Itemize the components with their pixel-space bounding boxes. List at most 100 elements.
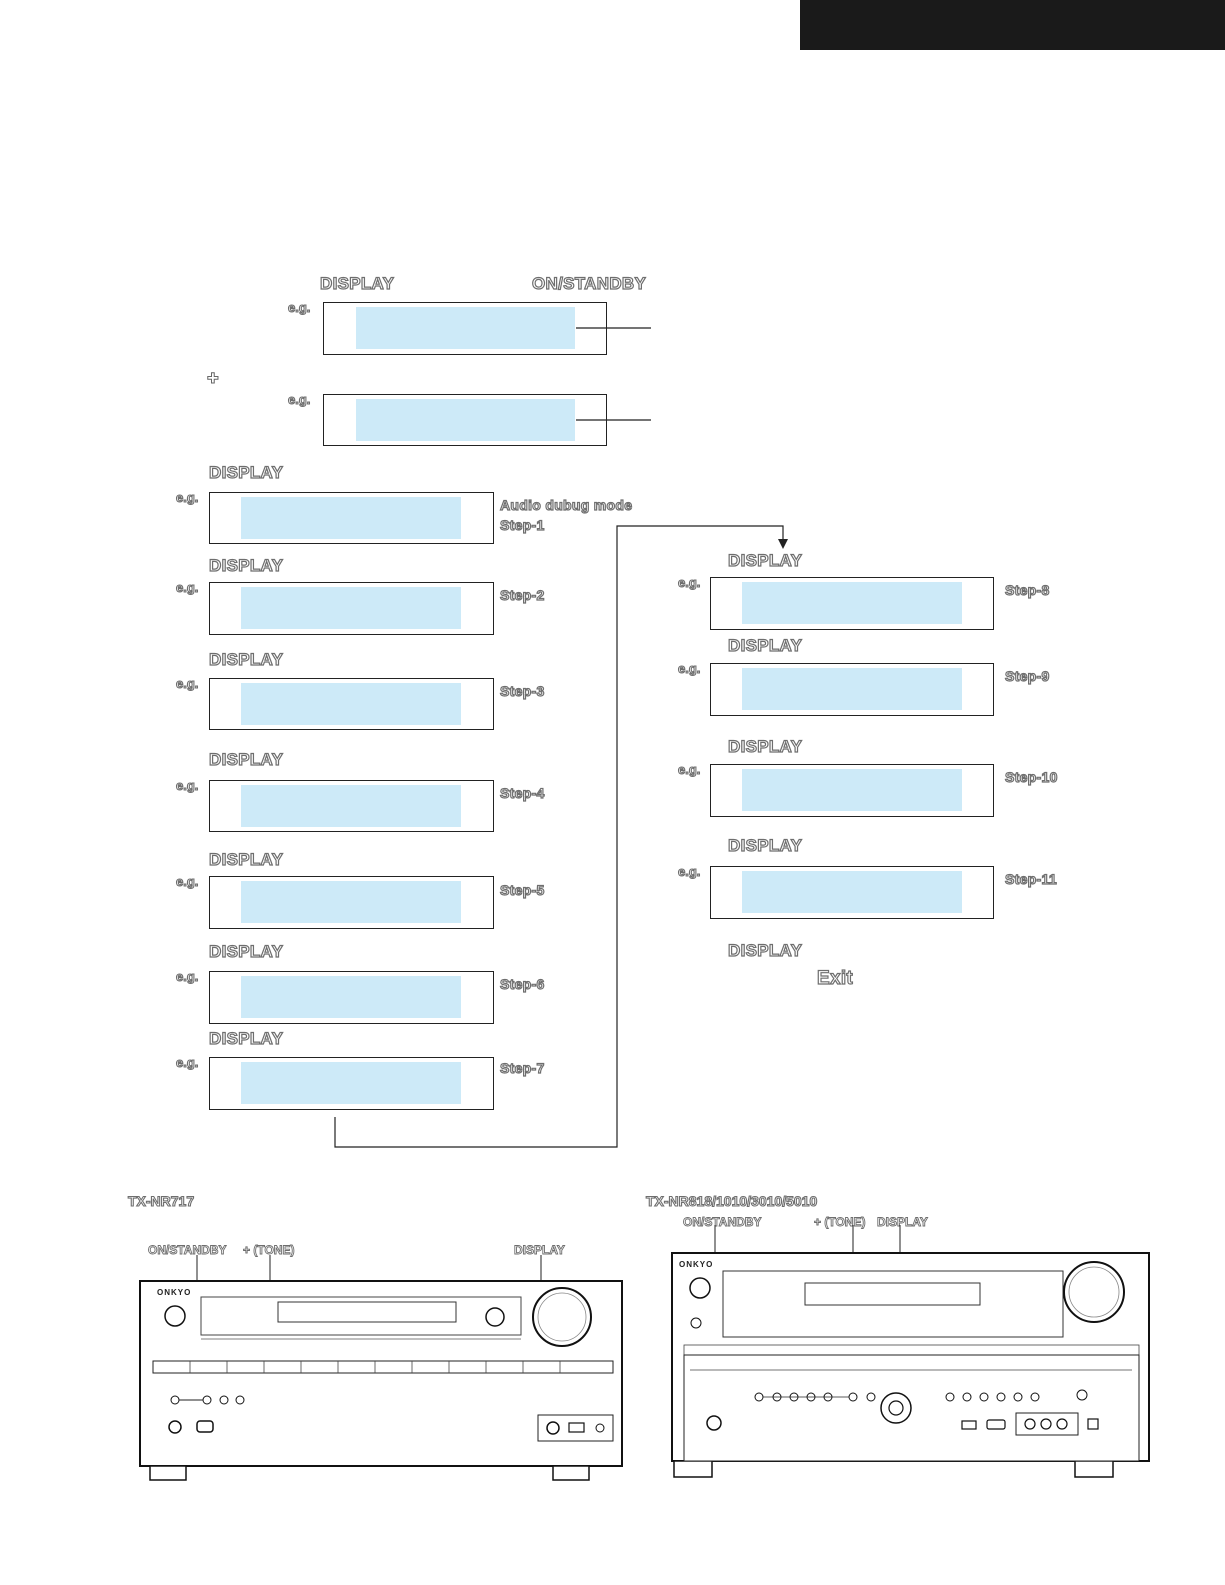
on-standby-callout: ON/STANDBY [148,1243,227,1258]
display-label: DISPLAY [727,940,803,960]
pure-audio-button [170,1395,180,1405]
step-label: Step-5 [499,881,545,898]
display-label: DISPLAY [208,555,284,575]
display-label: DISPLAY [208,749,284,769]
setup-mic-jack [1076,1389,1088,1401]
eg-label: e.g. [175,1054,199,1070]
aux-jack [1040,1418,1052,1430]
tone-plus-button [235,1395,245,1405]
display-panel-step7 [209,1057,494,1110]
tone-minus-button [219,1395,229,1405]
eg-label: e.g. [175,968,199,984]
model-title-left: TX-NR717 [127,1192,195,1209]
display-screen [241,976,461,1018]
display-label-top: DISPLAY [319,273,395,293]
step-label: Step-7 [499,1059,545,1076]
receiver-tx-nr818 [671,1225,1150,1478]
input-selector-row [683,1344,1140,1356]
display-panel-step6 [209,971,494,1024]
eg-label: e.g. [175,675,199,691]
foot [1074,1460,1114,1478]
volume-knob-ring [537,1292,587,1342]
hdmi-front-port [986,1419,1006,1430]
display-panel-step3 [209,678,494,730]
display-label: DISPLAY [208,649,284,669]
phones-jack [706,1415,722,1431]
display-button [866,1392,876,1402]
display-label: DISPLAY [727,835,803,855]
phones-jack [168,1420,182,1434]
on-standby-label-top: ON/STANDBY [531,273,647,293]
exit-label: Exit [816,967,854,989]
eg-label: e.g. [677,574,701,590]
display-screen [742,582,962,624]
volume-knob [1063,1261,1125,1323]
pure-audio-button [690,1317,702,1329]
display-panel-step2 [209,582,494,635]
usb-port [961,1420,977,1430]
model-title-right: TX-NR818/1010/3010/5010 [645,1192,818,1209]
audio-debug-mode-label: Audio dubug mode [499,496,633,513]
step-label: Step-1 [499,516,545,533]
display-screen [356,399,575,441]
step-label: Step-11 [1004,870,1057,887]
brand-logo-left: ONKYO [157,1288,192,1297]
step-label: Step-6 [499,975,545,992]
arrow-down-icon [778,539,788,549]
front-display [277,1301,457,1323]
panel-button [1030,1392,1040,1402]
panel-button [962,1392,972,1402]
eg-label: e.g. [287,299,311,315]
panel-button [996,1392,1006,1402]
display-screen [241,1062,461,1104]
input-selector-row [152,1360,614,1374]
step-label: Step-3 [499,682,545,699]
foot [673,1460,713,1478]
display-panel-step11 [710,866,994,919]
panel-button [945,1392,955,1402]
eg-label: e.g. [175,489,199,505]
volume-knob-ring [1068,1266,1120,1318]
step-label: Step-2 [499,586,545,603]
display-label: DISPLAY [208,462,284,482]
optical-port [1087,1418,1099,1430]
panel-button [1013,1392,1023,1402]
display-callout: DISPLAY [514,1243,566,1258]
input-button-dividers [189,1361,561,1373]
hdmi-front-port [196,1420,214,1433]
display-panel-0 [323,302,607,355]
display-label: DISPLAY [727,550,803,570]
panel-button [979,1392,989,1402]
display-screen [241,785,461,827]
eg-label: e.g. [175,579,199,595]
display-panel-step9 [710,663,994,716]
step-label: Step-4 [499,784,545,801]
display-callout: DISPLAY [877,1215,929,1230]
display-panel-00 [323,394,607,446]
on-standby-callout: ON/STANDBY [683,1215,762,1230]
usb-port [568,1422,585,1433]
receiver-tx-nr717 [139,1255,623,1481]
display-label: DISPLAY [727,635,803,655]
corner-tab [800,0,1225,50]
display-screen [742,668,962,710]
display-screen [241,881,461,923]
panel-button [754,1392,764,1402]
display-label: DISPLAY [208,849,284,869]
eg-label: e.g. [175,873,199,889]
eg-label: e.g. [677,863,701,879]
eg-label: e.g. [175,777,199,793]
display-panel-step1 [209,492,494,544]
display-panel-step4 [209,780,494,832]
display-screen [356,307,575,349]
display-panel-step8 [710,577,994,630]
display-screen [241,683,461,725]
power-button [164,1305,186,1327]
tuning-knob [485,1307,505,1327]
step-label: Step-10 [1004,768,1058,785]
enter-button [888,1400,904,1416]
foot [552,1465,590,1481]
flow-connector [334,525,784,1148]
eg-label: e.g. [287,391,311,407]
